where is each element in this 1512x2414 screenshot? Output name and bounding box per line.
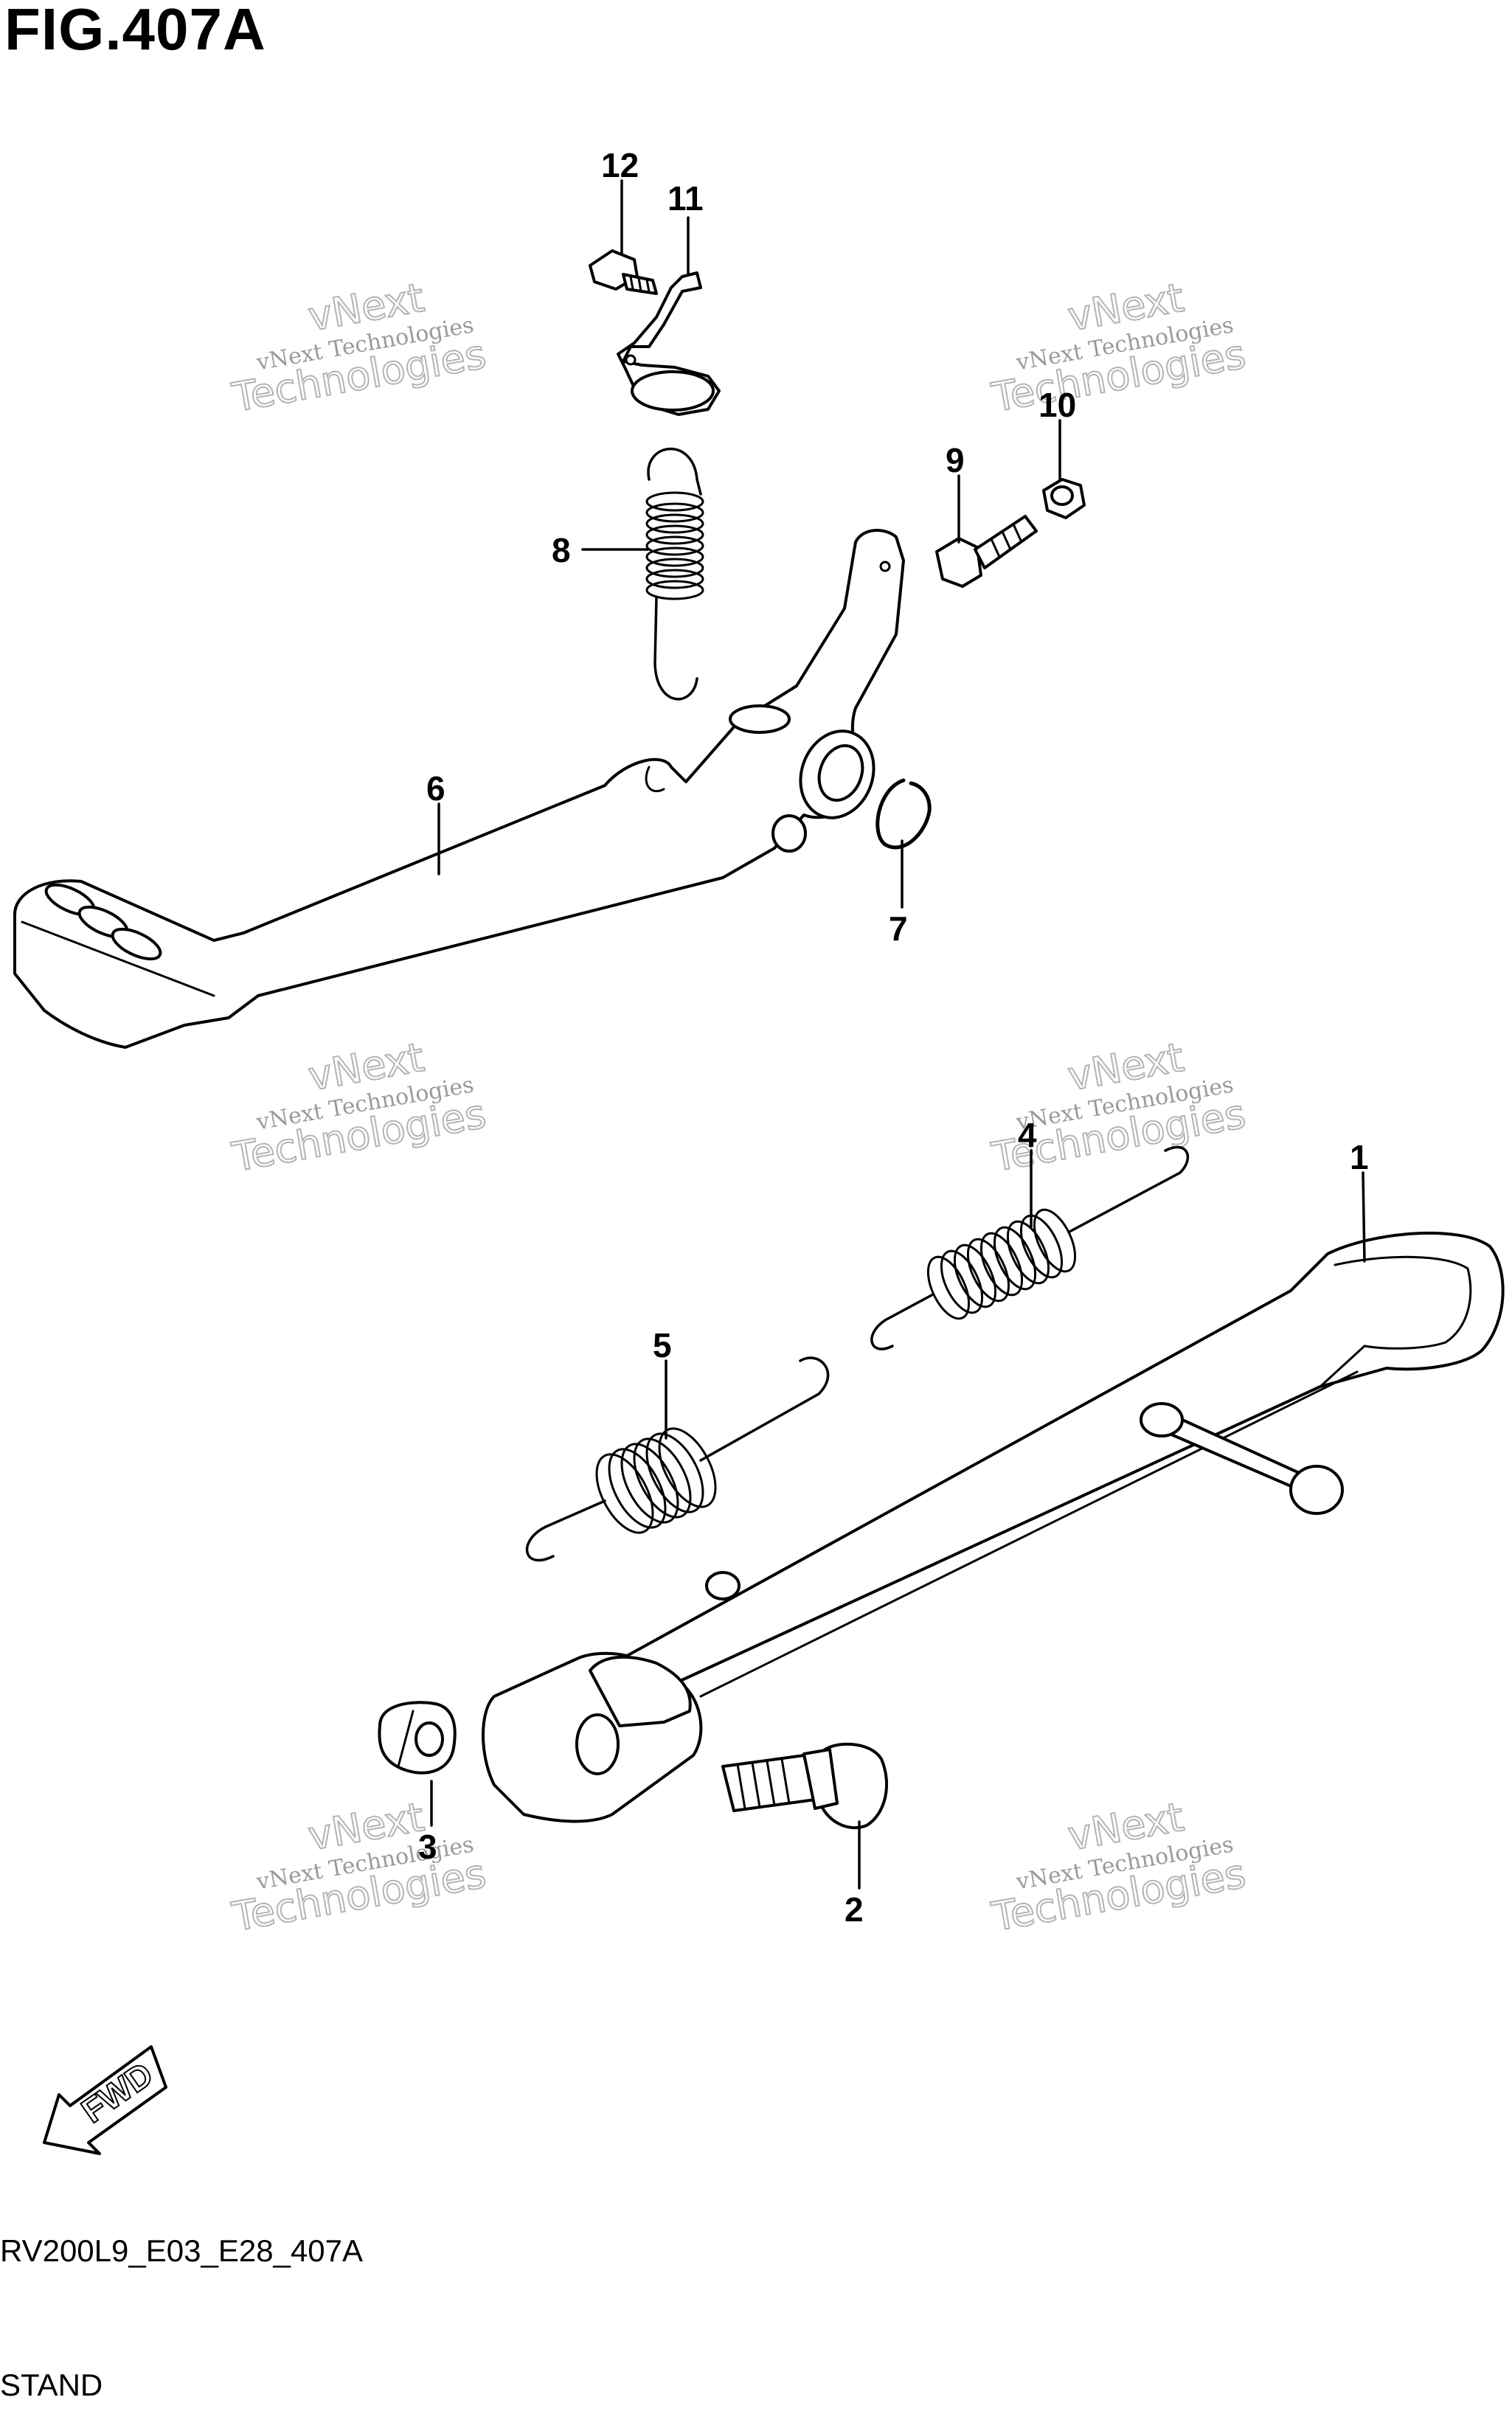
part-12-bolt[interactable] <box>589 249 658 295</box>
watermark: vNext Technologies vNext Technologies <box>228 274 490 422</box>
watermark: vNext Technologies vNext Technologies <box>988 274 1250 422</box>
callout-7[interactable]: 7 <box>889 909 908 948</box>
callout-3[interactable]: 3 <box>418 1828 437 1866</box>
callout-6[interactable]: 6 <box>426 769 445 808</box>
part-1-side-stand[interactable] <box>482 1231 1505 1823</box>
callout-9[interactable]: 9 <box>946 441 965 479</box>
callout-8[interactable]: 8 <box>552 531 571 569</box>
callout-11[interactable]: 11 <box>667 179 704 218</box>
part-4-spring[interactable] <box>870 1145 1189 1350</box>
part-10-nut[interactable] <box>1042 478 1086 519</box>
callout-10[interactable]: 10 <box>1038 386 1076 424</box>
leader-lines <box>430 179 1366 1890</box>
watermark: vNext Technologies vNext Technologies <box>228 1793 490 1941</box>
fwd-arrow-icon: FWD <box>43 2045 167 2155</box>
part-2-pivot-bolt[interactable] <box>721 1742 888 1830</box>
watermark: vNext Technologies vNext Technologies <box>228 1033 490 1182</box>
callout-1[interactable]: 1 <box>1350 1138 1369 1176</box>
part-7-circlip[interactable] <box>875 778 932 850</box>
callouts: 1 2 3 4 5 6 7 8 9 10 11 12 <box>418 146 1369 1929</box>
part-6-brake-pedal[interactable] <box>13 528 905 1049</box>
callout-2[interactable]: 2 <box>845 1890 864 1929</box>
watermarks: vNext Technologies vNext Technologies vN… <box>228 274 1250 1941</box>
part-11-bracket[interactable] <box>617 271 721 416</box>
callout-5[interactable]: 5 <box>653 1326 672 1364</box>
figure-title: FIG.407A <box>4 0 266 62</box>
watermark: vNext Technologies vNext Technologies <box>988 1793 1250 1941</box>
part-5-spring[interactable] <box>525 1356 830 1562</box>
figure-name: STAND <box>0 2368 103 2402</box>
part-3-nut[interactable] <box>378 1701 457 1775</box>
callout-4[interactable]: 4 <box>1018 1116 1037 1154</box>
part-9-bolt[interactable] <box>935 515 1038 588</box>
watermark: vNext Technologies vNext Technologies <box>988 1033 1250 1182</box>
part-8-spring[interactable] <box>645 448 704 701</box>
callout-12[interactable]: 12 <box>601 146 639 184</box>
figure-code: RV200L9_E03_E28_407A <box>0 2233 364 2268</box>
